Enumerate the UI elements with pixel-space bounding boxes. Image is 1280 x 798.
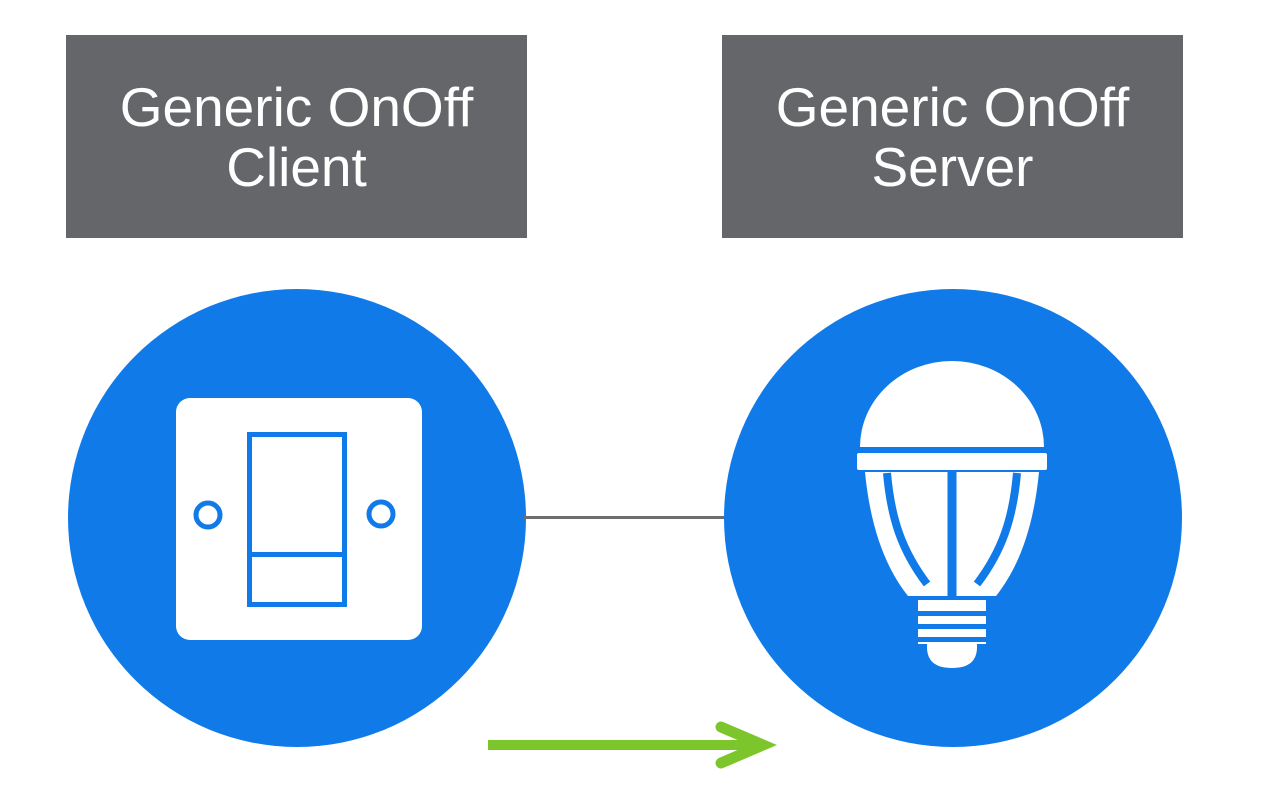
light-bulb-icon [857,361,1047,668]
server-node-circle [724,289,1182,747]
server-label-box: Generic OnOff Server [722,35,1183,238]
client-label-box: Generic OnOff Client [66,35,527,238]
right-arrow-icon [488,721,777,769]
server-label-line2: Server [871,135,1034,198]
client-label-line1: Generic OnOff [119,75,474,138]
connector-line [524,516,726,519]
light-switch-icon [176,398,422,640]
client-label-line2: Client [226,135,367,198]
client-node-circle [68,289,526,747]
server-label-line1: Generic OnOff [775,75,1130,138]
